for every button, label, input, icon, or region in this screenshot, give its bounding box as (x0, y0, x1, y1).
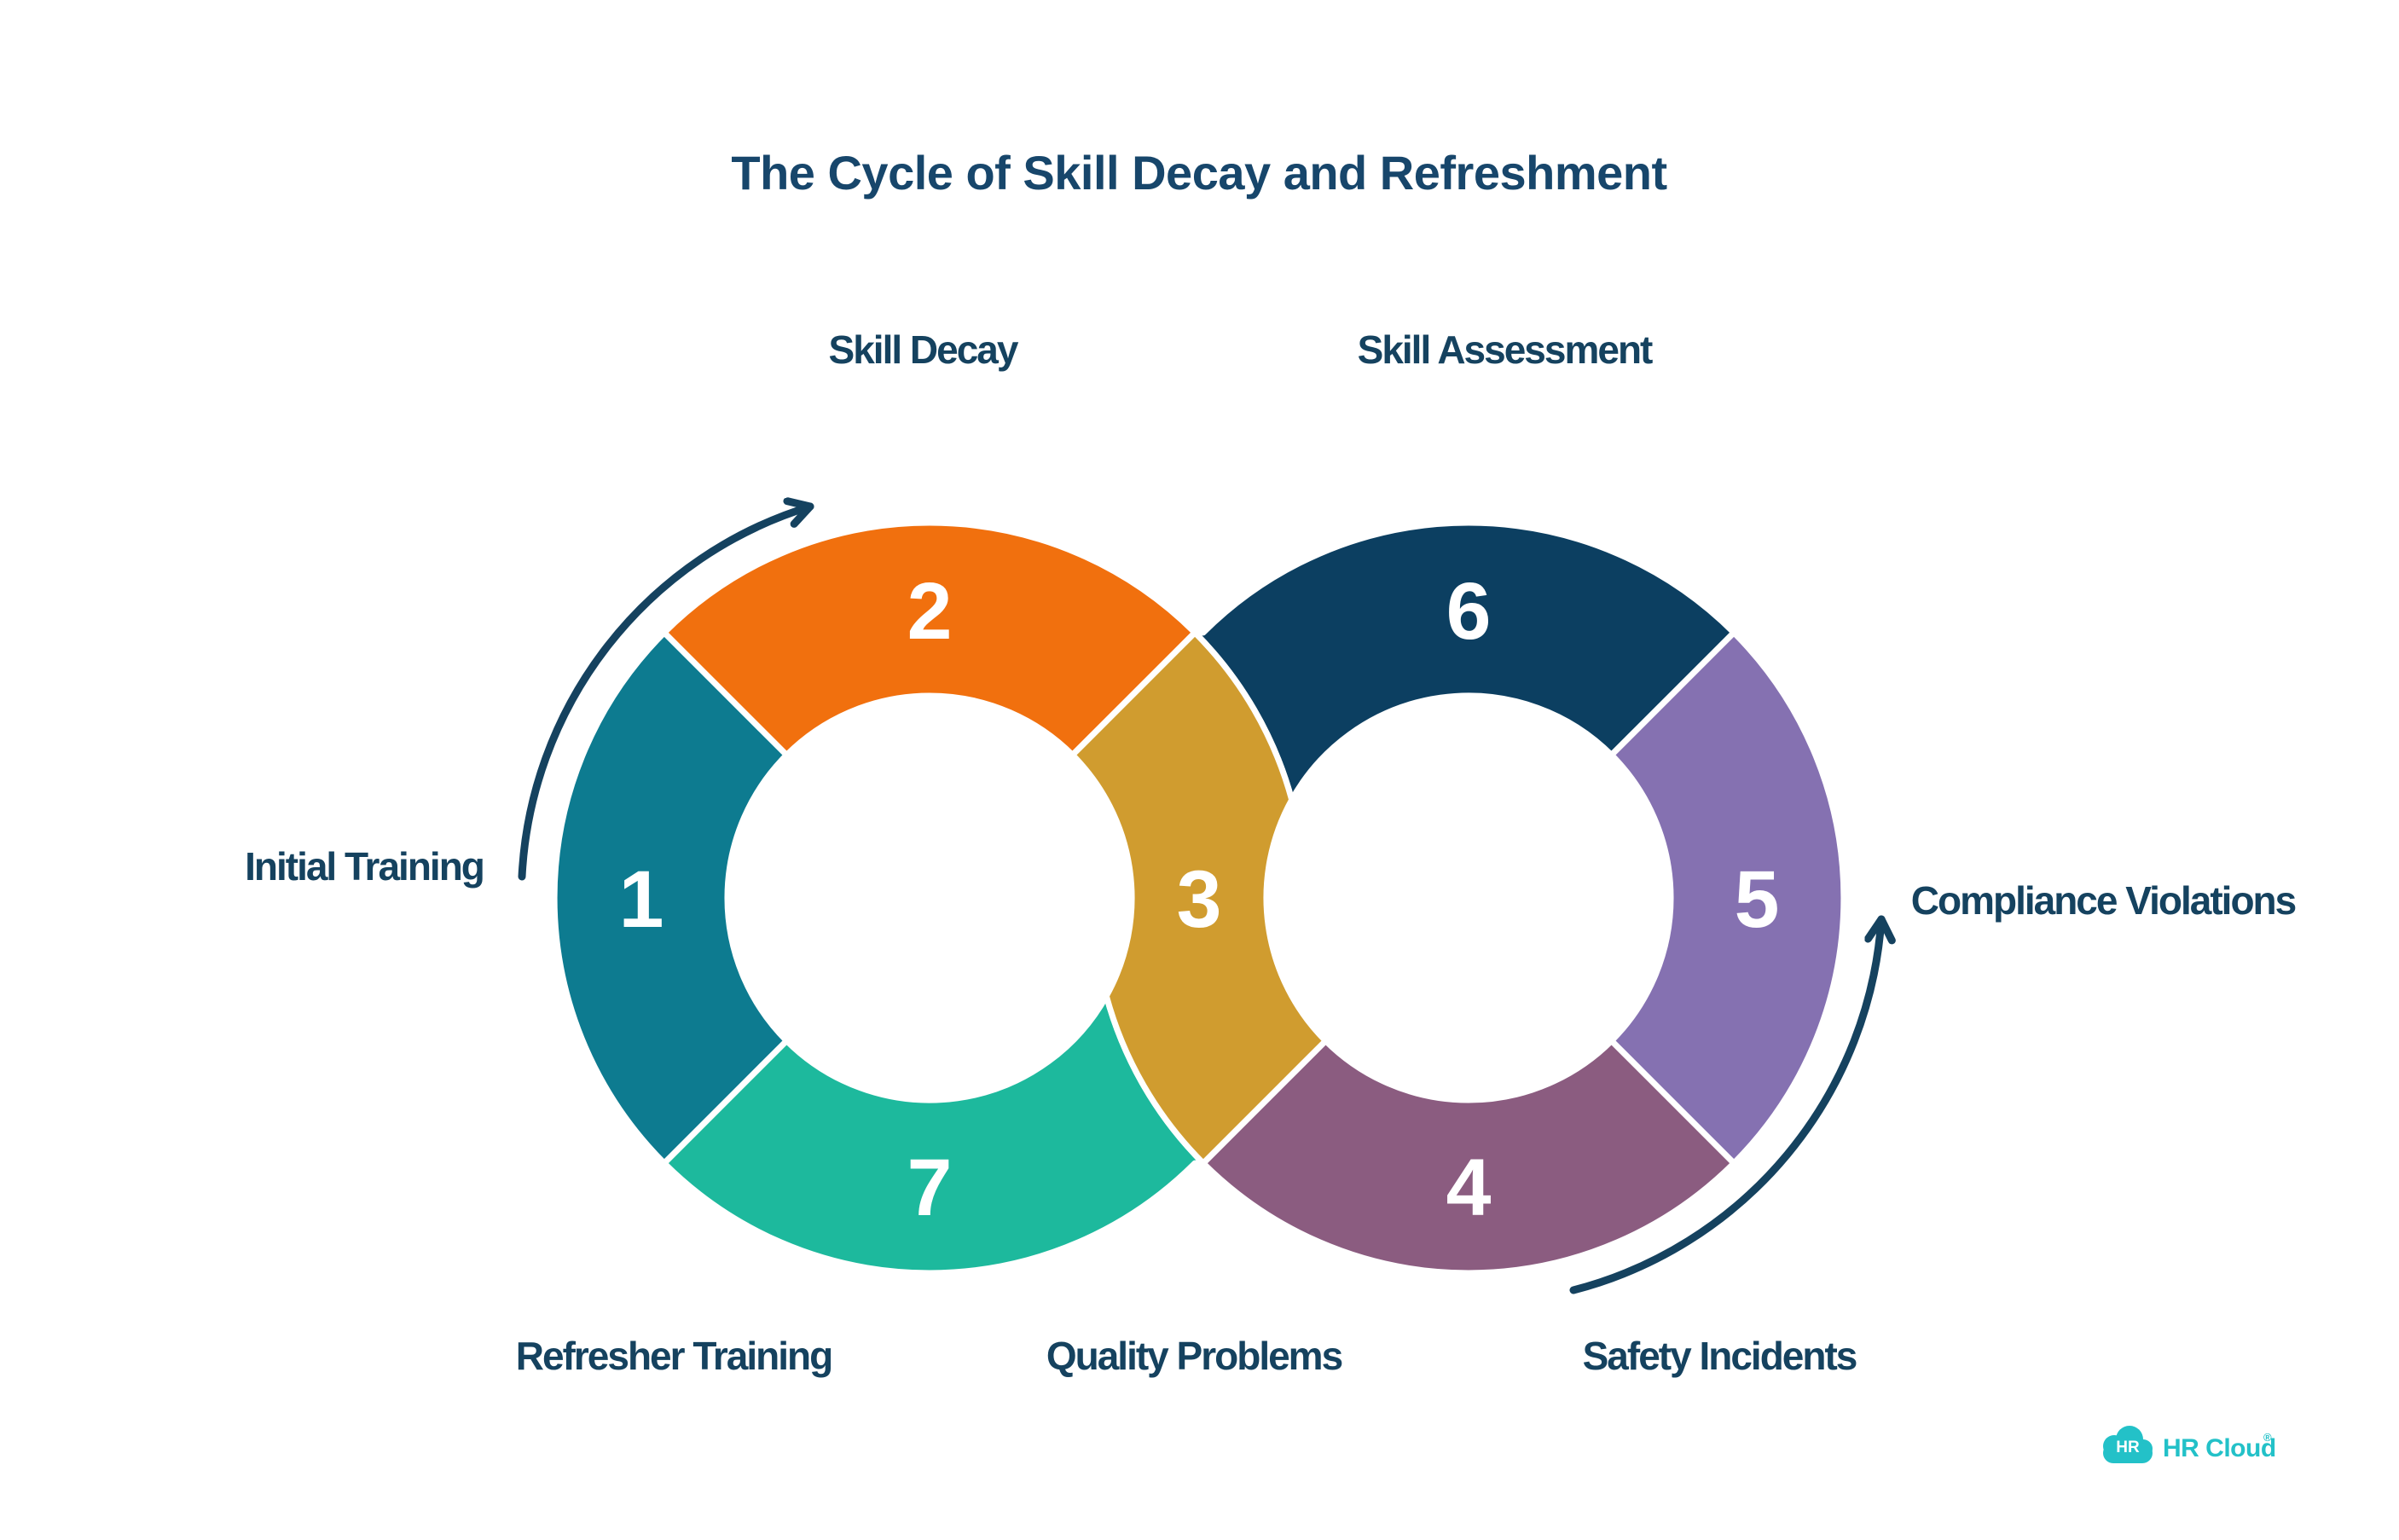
step-number-1: 1 (619, 854, 664, 945)
logo-registered-mark: ® (2263, 1431, 2272, 1444)
step-label-skill-assessment: Skill Assessment (1358, 327, 1653, 372)
cycle-arrow-left-icon (518, 507, 814, 881)
page-title: The Cycle of Skill Decay and Refreshment (731, 146, 1666, 200)
step-label-safety-incidents: Safety Incidents (1583, 1334, 1857, 1378)
step-label-initial-training: Initial Training (245, 844, 484, 889)
step-label-refresher-training: Refresher Training (516, 1334, 832, 1378)
step-number-3: 3 (1177, 854, 1222, 945)
step-number-6: 6 (1446, 566, 1492, 657)
logo-badge-text: HR (2116, 1439, 2140, 1456)
step-number-2: 2 (907, 566, 953, 657)
right-ring-hole (1266, 696, 1671, 1100)
step-label-compliance-violations: Compliance Violations (1911, 878, 2296, 923)
step-label-quality-problems: Quality Problems (1046, 1334, 1342, 1378)
logo-wordmark: HR Cloud (2163, 1434, 2276, 1462)
step-label-skill-decay: Skill Decay (829, 327, 1019, 372)
cycle-arrow-right-icon (1569, 915, 1881, 1294)
step-number-4: 4 (1446, 1143, 1492, 1233)
hr-cloud-logo: HR HR Cloud ® (2103, 1426, 2276, 1463)
step-number-7: 7 (907, 1143, 953, 1233)
step-number-5: 5 (1735, 854, 1780, 945)
cloud-icon (2103, 1426, 2153, 1463)
left-ring-hole (727, 696, 1132, 1100)
